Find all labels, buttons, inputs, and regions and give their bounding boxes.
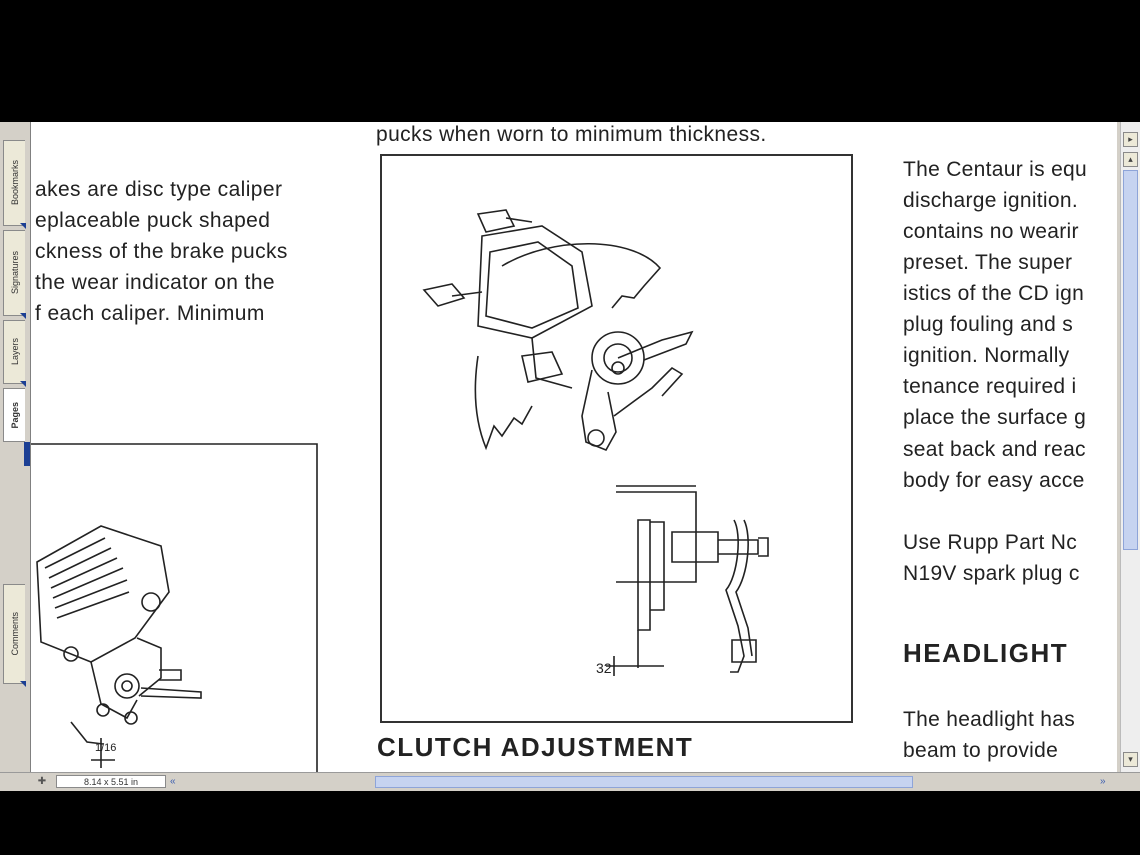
horizontal-scroll-thumb[interactable] [375,776,913,788]
right-text-line: Use Rupp Part Nc [903,531,1078,554]
tab-layers-label: Layers [9,338,20,366]
clutch-drawing [422,209,769,676]
document-page: akes are disc type caliper eplaceable pu… [31,122,1117,772]
vertical-scrollbar[interactable]: ▸ ▴ ▾ [1120,122,1140,772]
right-text-line: The headlight has [903,708,1076,731]
scroll-up-icon[interactable]: ▴ [1123,152,1138,167]
left-text-line: the wear indicator on the [35,271,275,294]
right-text-line: istics of the CD ign [903,282,1085,305]
tab-bookmarks-label: Bookmarks [9,160,20,206]
left-text-line: ckness of the brake pucks [35,240,288,263]
right-text-line: tenance required i [903,375,1077,398]
left-figure: 1/16 [31,442,319,772]
right-text-line: preset. The super [903,251,1073,274]
right-text-line: plug fouling and s [903,313,1074,336]
right-text-line: The Centaur is equ [903,158,1088,181]
page-size-readout: 8.14 x 5.51 in [56,775,166,788]
right-text-line: discharge ignition. [903,189,1078,212]
vertical-scroll-thumb[interactable] [1123,170,1138,550]
right-text-line: body for easy acce [903,469,1085,492]
tab-bookmarks[interactable]: Bookmarks [3,140,26,229]
scroll-right-icon[interactable]: » [1100,776,1106,787]
right-text-line: beam to provide [903,739,1059,762]
tab-signatures-label: Signatures [9,251,20,295]
left-figure-label: 1/16 [95,742,117,754]
alternator-drawing [31,443,318,772]
left-text-line: f each caliper. Minimum [35,302,265,325]
scroll-down-icon[interactable]: ▾ [1123,752,1138,767]
pdf-viewer: Bookmarks Signatures Layers Pages Commen… [0,122,1140,791]
left-text-line: akes are disc type caliper [35,178,283,201]
scroll-left-icon[interactable]: « [170,776,176,787]
tab-pages[interactable]: Pages [3,388,25,442]
right-text-line: seat back and reac [903,438,1086,461]
clutch-figure-box: 32 [380,154,853,723]
tab-signatures[interactable]: Signatures [3,230,26,319]
headlight-heading: HEADLIGHT [903,638,1069,668]
clutch-adjustment-heading: CLUTCH ADJUSTMENT [377,732,694,762]
right-text-line: ignition. Normally [903,344,1070,367]
right-text-line: N19V spark plug c [903,562,1080,585]
right-text-line: place the surface g [903,406,1087,429]
tab-comments[interactable]: Comments [3,584,26,687]
clutch-figure-label: 32 [596,660,612,676]
active-tab-marker [24,442,30,466]
panel-expand-icon[interactable]: ▸ [1123,132,1138,147]
navigation-panel: Bookmarks Signatures Layers Pages Commen… [0,122,31,772]
tab-layers[interactable]: Layers [3,320,26,387]
tab-comments-label: Comments [9,612,20,656]
right-text-line: contains no wearir [903,220,1079,243]
center-top-line: pucks when worn to minimum thickness. [376,123,767,146]
status-bar: ✚ 8.14 x 5.51 in « » [0,772,1140,791]
pan-icon[interactable]: ✚ [37,776,47,787]
tab-pages-label: Pages [9,401,20,429]
left-text-line: eplaceable puck shaped [35,209,271,232]
